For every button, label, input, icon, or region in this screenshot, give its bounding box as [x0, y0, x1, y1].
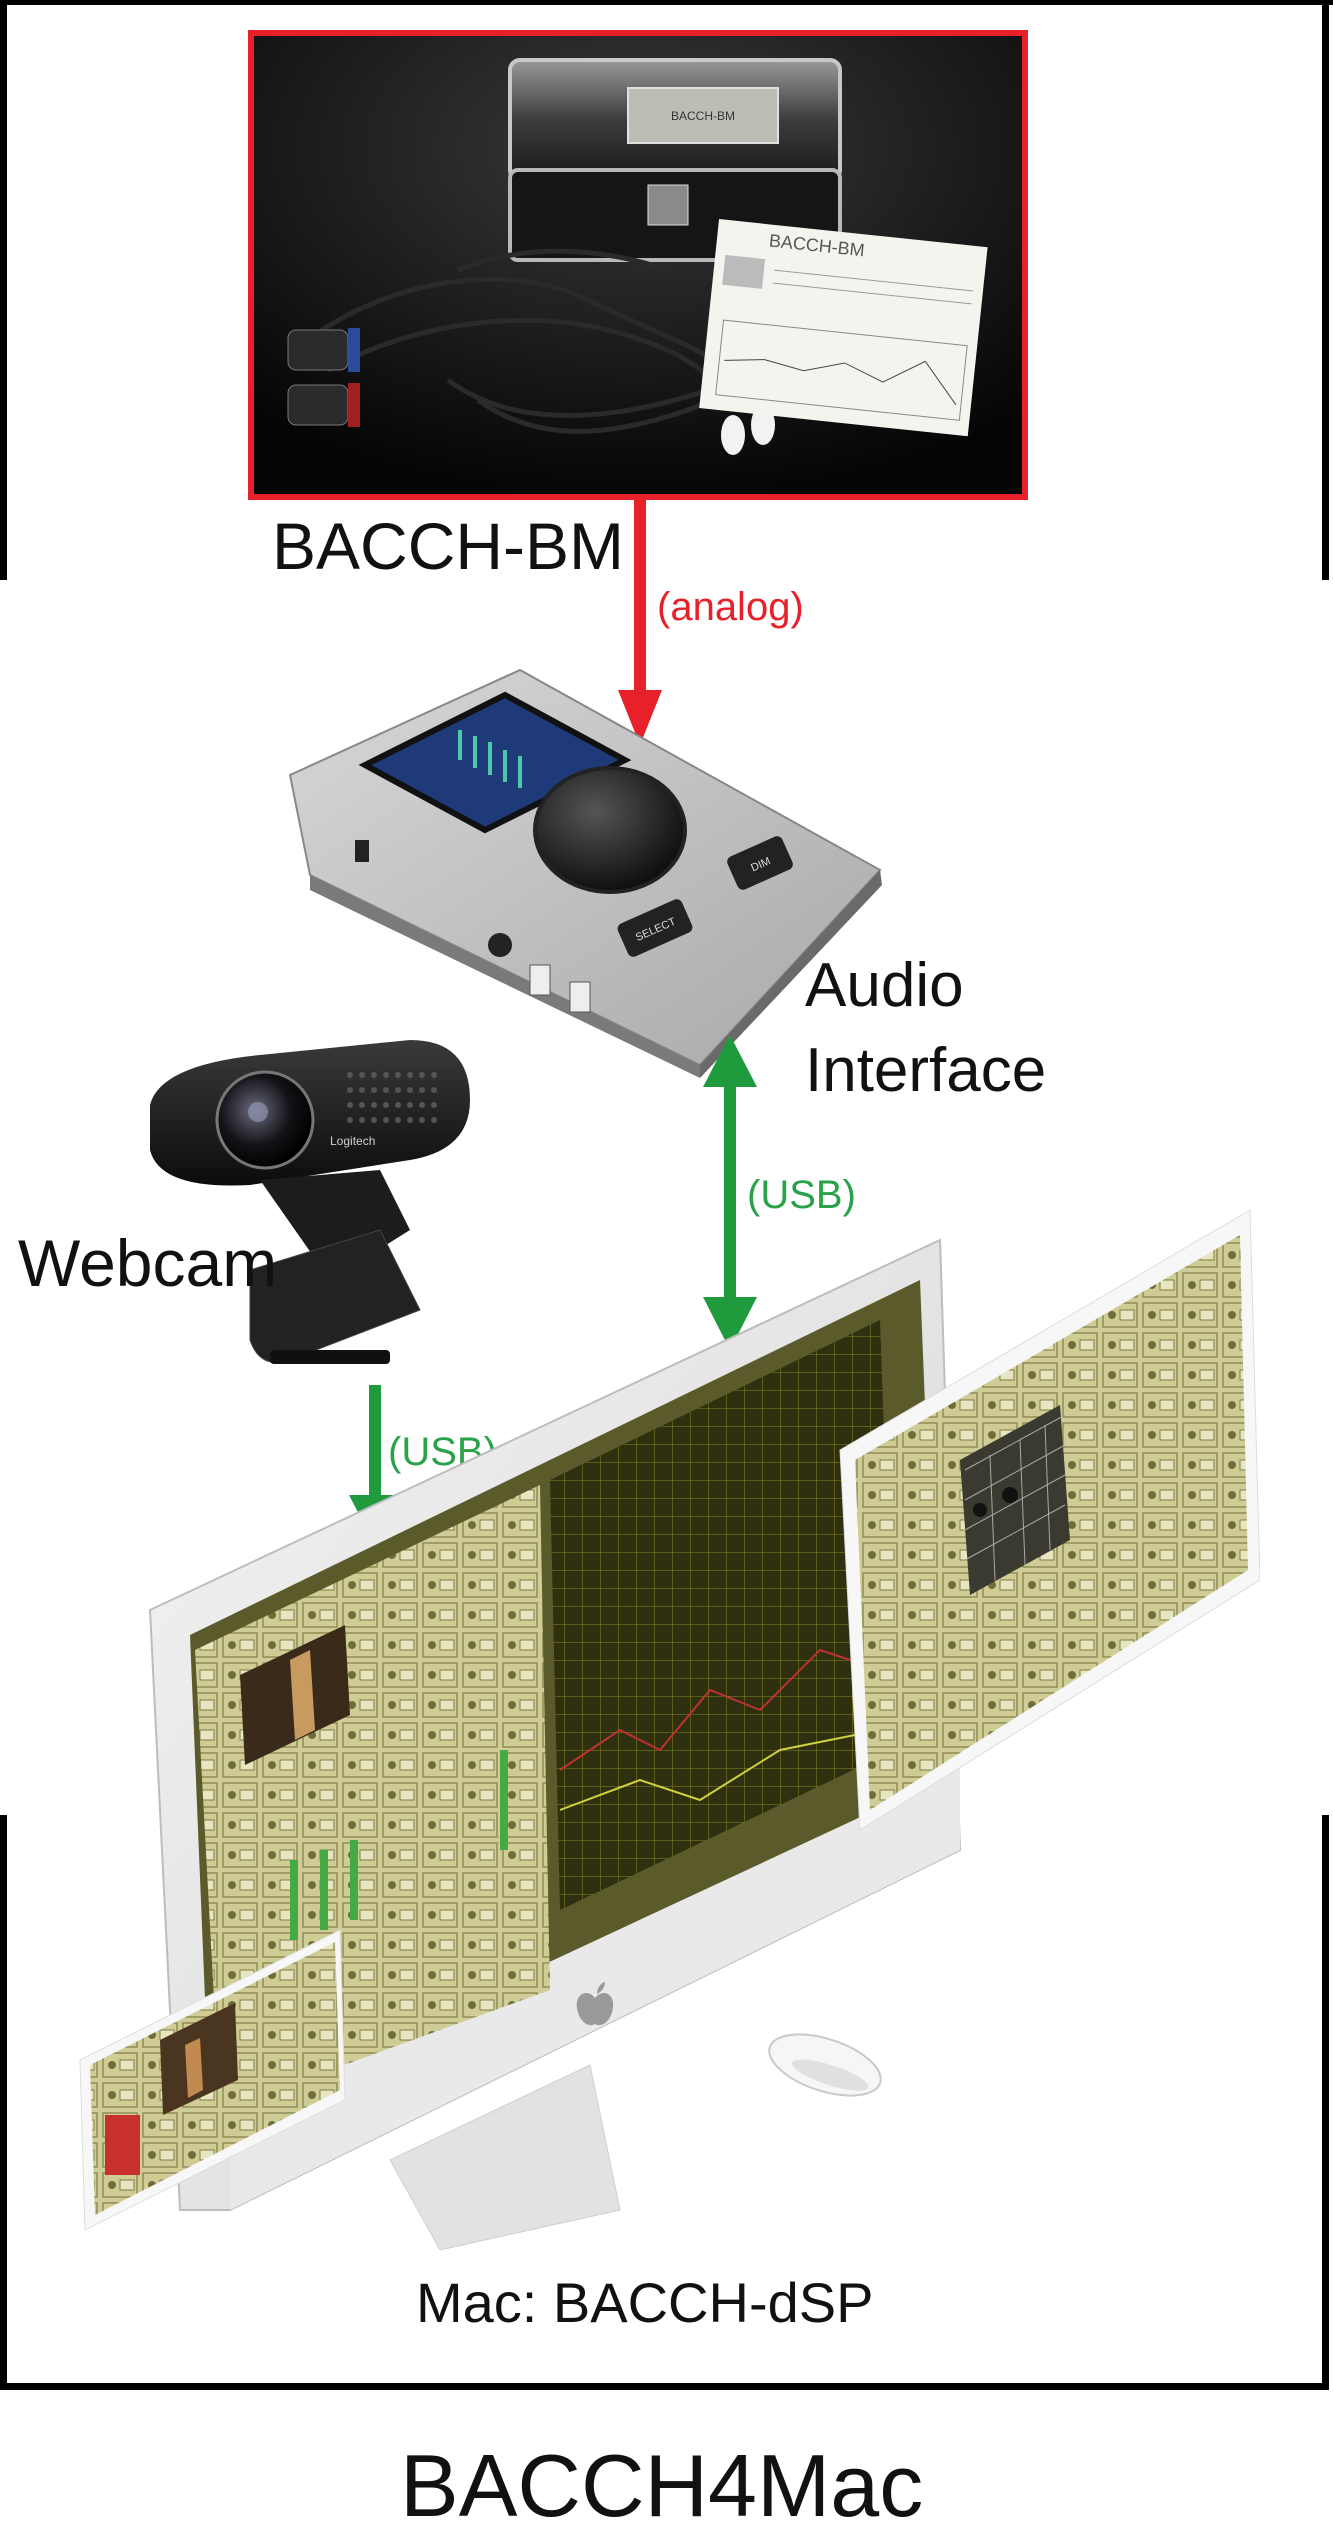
- interface-buttons: SELECT DIM: [617, 836, 793, 957]
- mic-case: BACCH-BM: [508, 58, 842, 262]
- usb-double-arrow: [703, 1035, 757, 1350]
- webcam-lens: [215, 1070, 315, 1170]
- calibration-certificate: BACCH-BM: [699, 219, 988, 437]
- imac-image: [60, 1209, 1261, 2251]
- bacch-bm-label: BACCH-BM: [272, 509, 625, 583]
- frame-bottom: [0, 2383, 1329, 2390]
- usb-label-interface: (USB): [747, 1173, 856, 1217]
- frame-left-upper: [0, 0, 7, 580]
- title-label: BACCH4Mac: [400, 2436, 924, 2535]
- analog-arrow: [618, 495, 662, 745]
- webcam-image: Logitech: [140, 1020, 480, 1400]
- mac-label: Mac: BACCH-dSP: [416, 2271, 874, 2334]
- mic-cable: [306, 248, 729, 434]
- mouse-icon: [768, 2033, 882, 2097]
- floating-window-left: [79, 1929, 346, 2231]
- frame-top: [0, 0, 1333, 5]
- svg-text:BACCH-BM: BACCH-BM: [671, 109, 735, 123]
- screen-level-meters: [290, 1750, 508, 1940]
- floating-window-right: [839, 1209, 1261, 1831]
- xlr-ring-blue: [348, 328, 360, 372]
- screen-left-panels: [195, 1485, 550, 2110]
- webcam-grille: [347, 1072, 437, 1123]
- frame-right-upper: [1322, 0, 1329, 580]
- photo-red-border: [248, 30, 1028, 500]
- bacch-bm-photo: BACCH-BM BACCH-BM: [248, 30, 1028, 500]
- in-ear-microphones: [721, 405, 775, 455]
- audio-interface-image: SELECT DIM: [280, 660, 900, 1080]
- webcam-label: Webcam: [18, 1226, 278, 1300]
- screen-center-graph: [550, 1320, 895, 1910]
- apple-logo-icon: [576, 1982, 614, 2026]
- volume-knob: [533, 766, 687, 894]
- frame-left-lower: [0, 1815, 7, 2390]
- frame-right-lower: [1322, 1815, 1329, 2390]
- svg-text:Logitech: Logitech: [330, 1134, 375, 1148]
- interface-display: [358, 691, 632, 834]
- analog-label: (analog): [657, 585, 804, 629]
- imac-stand: [389, 2064, 621, 2251]
- webcam-stand-base: [249, 1229, 421, 1363]
- xlr-ring-red: [348, 383, 360, 427]
- audio-interface-label-line2: Interface: [805, 1036, 1047, 1105]
- bacch-bm-photo-art: BACCH-BM BACCH-BM: [248, 30, 1028, 500]
- audio-interface-label-line1: Audio: [805, 951, 964, 1020]
